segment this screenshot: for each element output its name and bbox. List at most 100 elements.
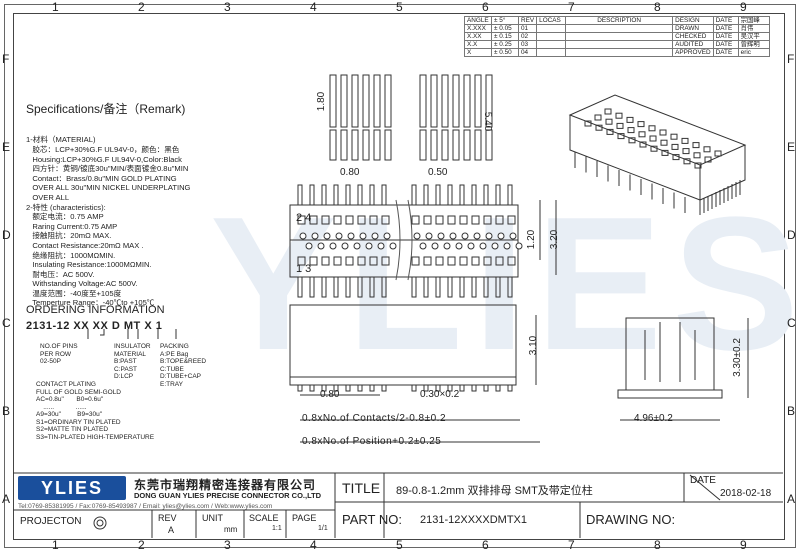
row-label-even: 2 4	[296, 212, 312, 224]
contact-pin	[345, 276, 351, 298]
footprint-pad	[373, 74, 381, 128]
contact-pin	[411, 184, 417, 206]
company-logo: YLIES	[18, 476, 126, 500]
footprint-pad	[362, 74, 370, 128]
date-value: 2018-02-18	[720, 488, 772, 499]
contact-hole	[413, 232, 421, 240]
spec-line: 绝缘阻抗：1000MΩMIN.	[26, 250, 116, 260]
footprint-pad	[441, 74, 449, 128]
contact-hole	[347, 232, 355, 240]
grid-col-1: 1	[52, 538, 59, 552]
contact-hole	[299, 232, 307, 240]
specifications-lines: 1-材料（MATERIAL) 胶芯：LCP+30%G.F UL94V-0，颜色：…	[26, 135, 190, 308]
contact-hole	[467, 242, 475, 250]
contact-pin	[507, 184, 513, 206]
grid-col-4: 4	[310, 0, 317, 14]
iso-contact-cell	[714, 150, 722, 157]
ordering-title: ORDERING INFORMATION	[26, 304, 165, 316]
grid-row-E: E	[2, 140, 11, 154]
contact-hole	[323, 232, 331, 240]
contact-pin	[309, 384, 315, 392]
iso-contact-cell	[683, 158, 691, 165]
iso-contact-cell	[660, 139, 668, 146]
part-number-label: PART NO:	[342, 512, 402, 527]
footprint-pad	[485, 129, 493, 161]
contact-hole	[473, 232, 481, 240]
contact-slot	[411, 215, 420, 225]
projection-label: PROJECTON	[20, 516, 82, 527]
spec-line: OVER ALL 30u"MIN NICKEL UNDERPLATING	[26, 183, 191, 193]
contact-slot	[447, 215, 456, 225]
contact-hole	[425, 232, 433, 240]
contact-pin	[471, 384, 477, 392]
contact-pin	[423, 184, 429, 206]
contact-pin	[369, 276, 375, 298]
contact-slot	[507, 256, 516, 266]
dim-4-96: 4.96±0.2	[634, 413, 673, 424]
footprint-pad	[485, 74, 493, 128]
drawing-number-label: DRAWING NO:	[586, 512, 676, 527]
contact-hole	[371, 232, 379, 240]
contact-pin	[297, 276, 303, 298]
spec-line: Raring Current:0.75 AMP	[26, 221, 118, 231]
contact-slot	[423, 215, 432, 225]
contact-pin	[333, 384, 339, 392]
contact-pin	[435, 184, 441, 206]
contact-pin	[435, 384, 441, 392]
dim-0-50: 0.50	[428, 167, 448, 178]
iso-contact-cell	[681, 137, 689, 144]
contact-slot	[321, 215, 330, 225]
dim-0-80-top: 0.80	[340, 167, 360, 178]
spec-line: Contact Resistance:20mΩ MAX .	[26, 240, 144, 250]
spec-line: Withstanding Voltage:AC 500V.	[26, 279, 138, 289]
footprint-pad	[474, 129, 482, 161]
contact-pin	[507, 384, 513, 392]
iso-contact-cell	[605, 118, 613, 125]
contact-hole	[479, 242, 487, 250]
contact-pin	[423, 384, 429, 392]
outer-border	[4, 4, 796, 548]
contact-slot	[309, 256, 318, 266]
contact-pin	[381, 384, 387, 392]
grid-col-9: 9	[740, 538, 747, 552]
contact-pin	[357, 276, 363, 298]
grid-row-E: E	[787, 140, 796, 154]
grid-row-F: F	[787, 52, 795, 66]
contact-pin	[483, 384, 489, 392]
contact-pin	[309, 184, 315, 206]
contact-pin	[411, 276, 417, 298]
footprint-pad	[373, 129, 381, 161]
iso-contact-cell	[615, 112, 623, 119]
contact-hole	[515, 242, 523, 250]
dim-position: 0.8xNo.of Position+0.2±0.25	[302, 436, 442, 447]
contact-slot	[435, 215, 444, 225]
contact-slot	[471, 215, 480, 225]
contact-slot	[411, 256, 420, 266]
contact-hole	[317, 242, 325, 250]
grid-col-2: 2	[138, 0, 145, 14]
contact-hole	[419, 242, 427, 250]
contact-hole	[365, 242, 373, 250]
contact-slot	[495, 215, 504, 225]
footprint-pad	[419, 129, 427, 161]
dim-0-30: 0.30×0.2	[420, 389, 460, 400]
contact-pin	[345, 384, 351, 392]
footprint-pad	[430, 129, 438, 161]
contact-pin	[459, 184, 465, 206]
contact-slot	[483, 256, 492, 266]
grid-col-9: 9	[740, 0, 747, 14]
spec-line: 胶芯：LCP+30%G.F UL94V-0，颜色：黑色	[26, 144, 180, 154]
grid-row-A: A	[2, 492, 11, 506]
title-label: TITLE	[342, 480, 381, 496]
contact-pin	[495, 384, 501, 392]
contact-hole	[443, 242, 451, 250]
company-name-en: DONG GUAN YLIES PRECISE CONNECTOR CO.,LT…	[134, 491, 322, 500]
iso-contact-cell	[595, 124, 603, 131]
spec-line: 接触阻抗：20mΩ MAX.	[26, 231, 112, 241]
contact-pin	[471, 184, 477, 206]
company-contact: Tel:0769-85381995 / Fax:0769-85493987 / …	[18, 503, 273, 510]
spec-line: Contact：Brass/0.8u"MIN GOLD PLATING	[26, 173, 177, 183]
footprint-pad	[351, 74, 359, 128]
